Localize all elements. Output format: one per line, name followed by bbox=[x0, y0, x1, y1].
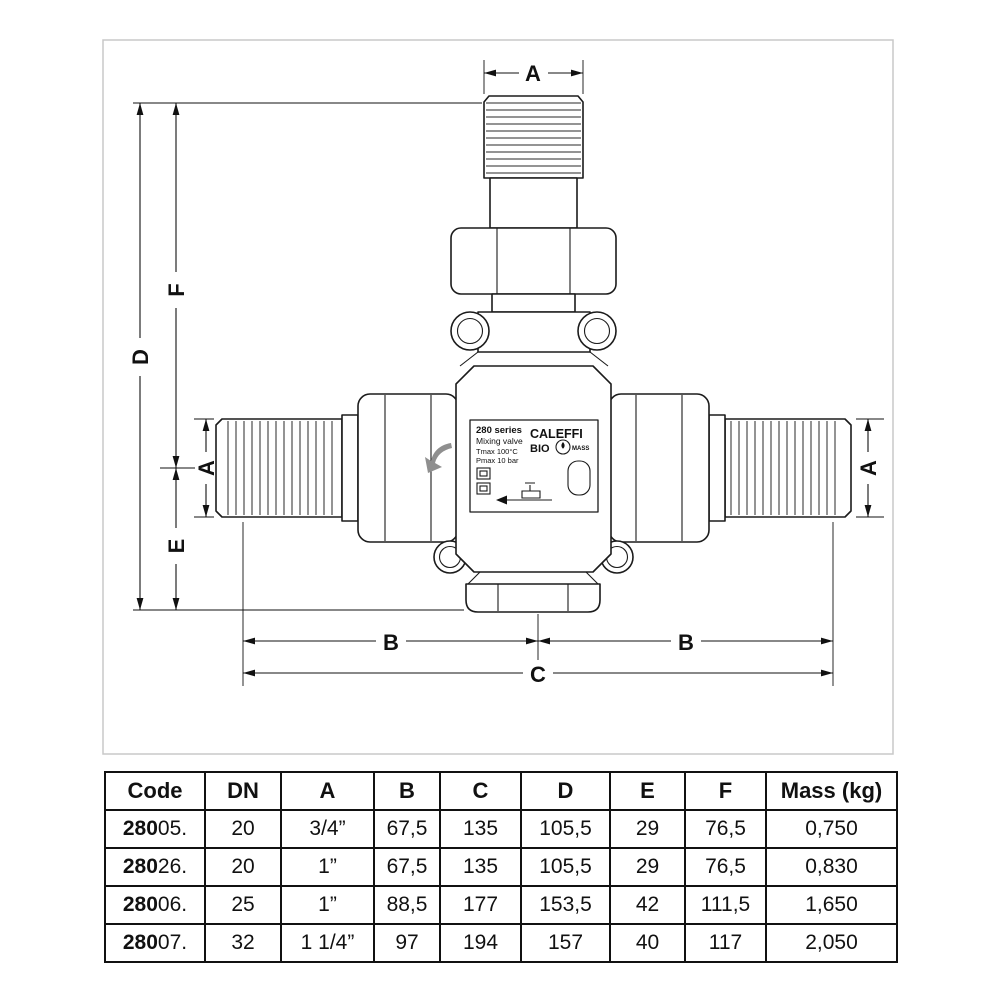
flow-direction-arrowhead bbox=[496, 495, 507, 505]
plate-pmax-text: Pmax 10 bar bbox=[476, 456, 519, 465]
value-cell: 40 bbox=[609, 923, 686, 963]
dim-label-d: D bbox=[128, 349, 153, 365]
dim-label-a-right: A bbox=[856, 460, 881, 476]
value-cell: 135 bbox=[439, 847, 522, 887]
value-cell: 32 bbox=[204, 923, 282, 963]
value-cell: 76,5 bbox=[684, 809, 767, 849]
value-cell: 117 bbox=[684, 923, 767, 963]
dimension-labels: A D F E A A B B C bbox=[128, 60, 881, 687]
flow-arrow-icon bbox=[425, 443, 452, 473]
code-cell: 28007. bbox=[104, 923, 206, 963]
value-cell: 29 bbox=[609, 809, 686, 849]
faucet-icon bbox=[521, 482, 541, 499]
value-cell: 194 bbox=[439, 923, 522, 963]
value-cell: 135 bbox=[439, 809, 522, 849]
value-cell: 20 bbox=[204, 809, 282, 849]
value-cell: 67,5 bbox=[373, 847, 441, 887]
biomass-mass-text: MASS bbox=[572, 446, 589, 452]
code-suffix: 07. bbox=[157, 931, 188, 954]
value-cell: 2,050 bbox=[765, 923, 898, 963]
code-prefix: 280 bbox=[122, 931, 158, 954]
left-threaded-connection bbox=[215, 414, 359, 522]
column-header: A bbox=[280, 771, 375, 811]
value-cell: 1 1/4” bbox=[280, 923, 375, 963]
code-suffix: 26. bbox=[157, 855, 188, 878]
top-neck bbox=[491, 293, 576, 313]
dim-label-e: E bbox=[164, 539, 189, 554]
extension-lines bbox=[133, 60, 884, 686]
column-header: Mass (kg) bbox=[765, 771, 898, 811]
right-threaded-connection bbox=[708, 414, 852, 522]
plate-tmax-text: Tmax 100°C bbox=[476, 447, 518, 456]
column-header: E bbox=[609, 771, 686, 811]
value-cell: 20 bbox=[204, 847, 282, 887]
code-cell: 28006. bbox=[104, 885, 206, 925]
column-header: Code bbox=[104, 771, 206, 811]
column-header: D bbox=[520, 771, 611, 811]
dim-label-b-left: B bbox=[383, 630, 399, 655]
value-cell: 67,5 bbox=[373, 809, 441, 849]
code-prefix: 280 bbox=[122, 817, 158, 840]
product-label-plate: 280 series Mixing valve Tmax 100°C Pmax … bbox=[469, 419, 599, 513]
dim-label-a-top: A bbox=[525, 61, 541, 86]
value-cell: 177 bbox=[439, 885, 522, 925]
value-cell: 1” bbox=[280, 885, 375, 925]
dim-label-c: C bbox=[530, 662, 546, 687]
plate-schematic bbox=[476, 460, 591, 505]
code-suffix: 05. bbox=[157, 817, 188, 840]
right-union-nut bbox=[608, 393, 710, 543]
value-cell: 0,750 bbox=[765, 809, 898, 849]
column-header: DN bbox=[204, 771, 282, 811]
code-cell: 28026. bbox=[104, 847, 206, 887]
plate-product-text: Mixing valve bbox=[476, 436, 523, 446]
code-suffix: 06. bbox=[157, 893, 188, 916]
value-cell: 42 bbox=[609, 885, 686, 925]
dim-label-f: F bbox=[164, 283, 189, 296]
upper-port-section bbox=[450, 311, 617, 367]
column-header: C bbox=[439, 771, 522, 811]
value-cell: 76,5 bbox=[684, 847, 767, 887]
value-cell: 105,5 bbox=[520, 847, 611, 887]
top-collar bbox=[489, 177, 578, 229]
column-header: B bbox=[373, 771, 441, 811]
brand-logo-text: CALEFFI bbox=[530, 427, 583, 441]
dim-label-b-right: B bbox=[678, 630, 694, 655]
bottom-cap bbox=[465, 571, 601, 613]
upper-left-cap bbox=[450, 311, 490, 351]
value-cell: 157 bbox=[520, 923, 611, 963]
value-cell: 153,5 bbox=[520, 885, 611, 925]
valve-technical-drawing: A D F E A A B B C bbox=[102, 39, 894, 755]
value-cell: 3/4” bbox=[280, 809, 375, 849]
top-threaded-connection bbox=[483, 95, 584, 179]
boiler-icon bbox=[567, 460, 591, 496]
plate-series-text: 280 series bbox=[476, 425, 522, 436]
valve-assembly: 280 series Mixing valve Tmax 100°C Pmax … bbox=[215, 95, 852, 613]
code-prefix: 280 bbox=[122, 893, 158, 916]
value-cell: 25 bbox=[204, 885, 282, 925]
drawing-border bbox=[102, 39, 894, 755]
top-union-nut bbox=[450, 227, 617, 295]
value-cell: 105,5 bbox=[520, 809, 611, 849]
biomass-bio-text: BIO bbox=[530, 443, 550, 455]
code-prefix: 280 bbox=[122, 855, 158, 878]
code-cell: 28005. bbox=[104, 809, 206, 849]
value-cell: 1,650 bbox=[765, 885, 898, 925]
left-union-nut bbox=[357, 393, 459, 543]
upper-right-cap bbox=[577, 311, 617, 351]
value-cell: 111,5 bbox=[684, 885, 767, 925]
column-header: F bbox=[684, 771, 767, 811]
value-cell: 88,5 bbox=[373, 885, 441, 925]
value-cell: 1” bbox=[280, 847, 375, 887]
flame-icon bbox=[555, 439, 571, 455]
value-cell: 29 bbox=[609, 847, 686, 887]
dim-label-a-left: A bbox=[194, 460, 219, 476]
value-cell: 0,830 bbox=[765, 847, 898, 887]
value-cell: 97 bbox=[373, 923, 441, 963]
